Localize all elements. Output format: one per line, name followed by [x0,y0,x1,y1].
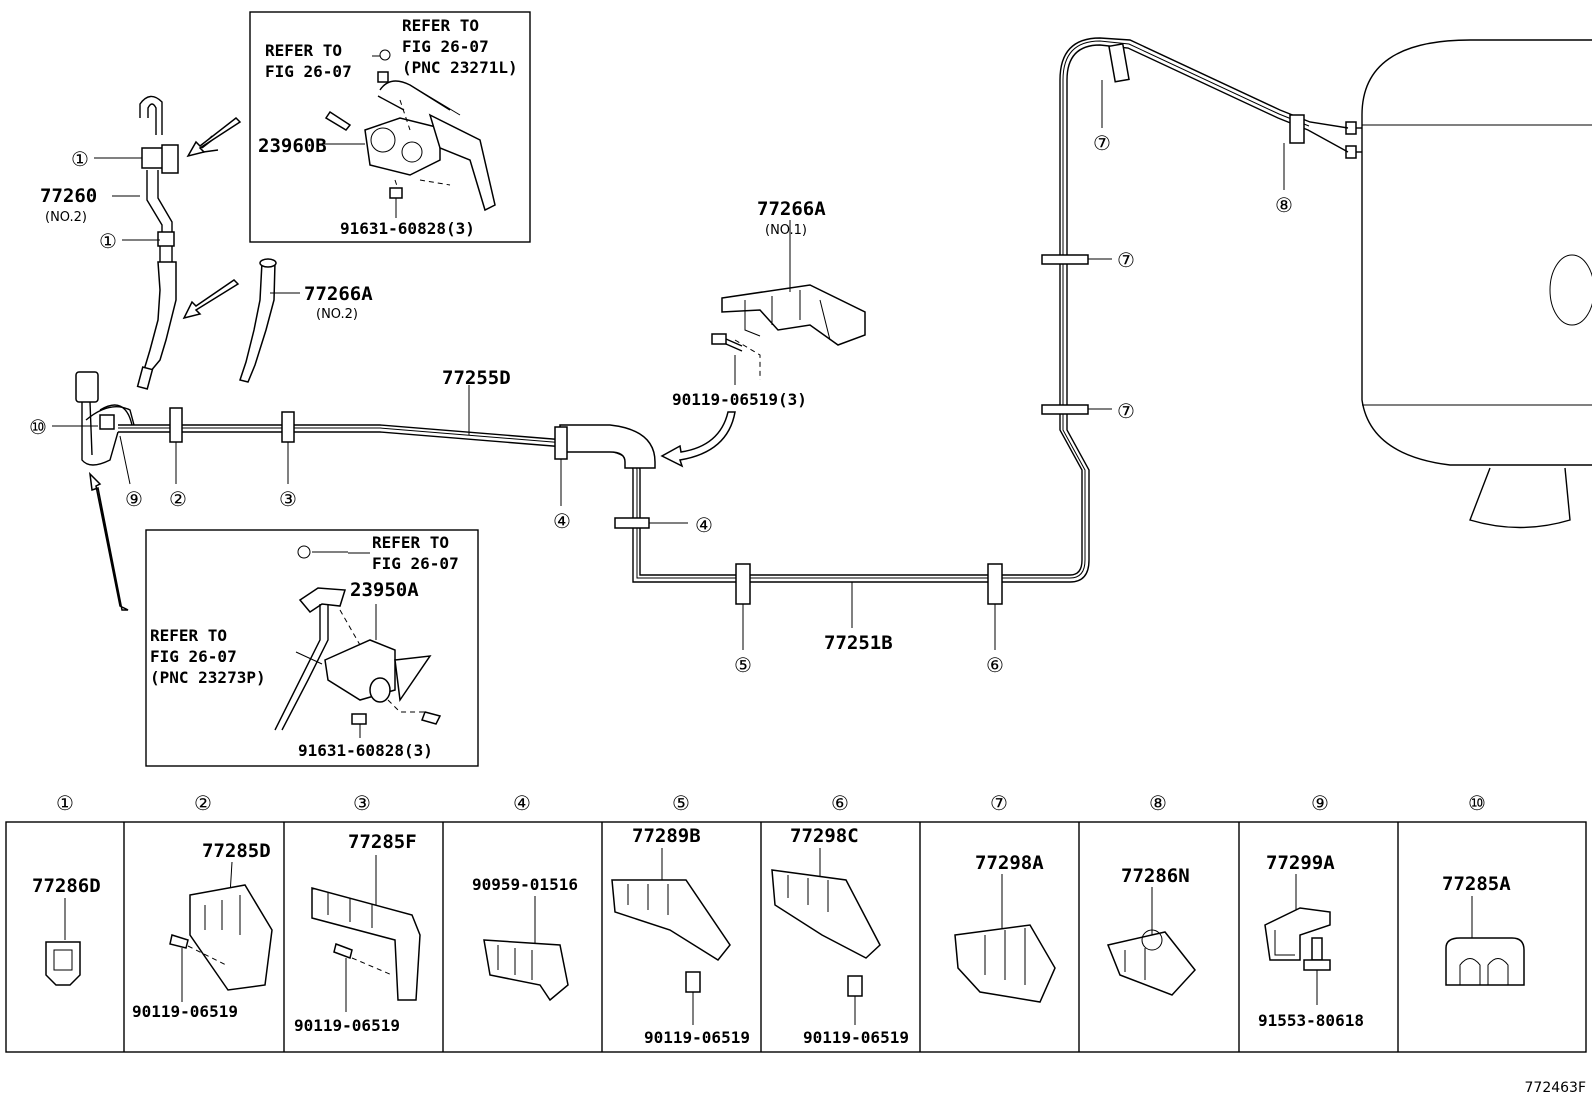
leader-lines [52,80,1285,650]
upper-part-23960b: 23960B [258,135,327,157]
callout-10: ⑩ [29,415,47,439]
legend-pnc-5: 77289B [632,825,701,847]
callout-4-left: ④ [553,509,571,533]
label-77251b: 77251B [824,632,893,654]
figure-id: 772463F [1525,1080,1587,1096]
lower-refer-left-3: (PNC 23273P) [150,668,266,687]
label-77266a-no2: 77266A [304,283,373,305]
upper-refer-left-1: REFER TO [265,41,342,60]
lower-refer-left-1: REFER TO [150,626,227,645]
callout-8: ⑧ [1275,193,1293,217]
inset-lower [145,529,479,767]
legend-pnc-8: 77286N [1121,865,1190,887]
callout-labels: ① ① ⑩ ⑨ ② ③ ④ ④ ⑤ ⑥ ⑦ ⑦ ⑦ ⑧ [29,131,1293,677]
legend-num-2: ② [194,791,212,815]
legend-num-3: ③ [353,791,371,815]
legend-extra-9: 91553-80618 [1258,1011,1364,1030]
legend-extra-5: 90119-06519 [644,1028,750,1047]
lower-refer-top-1: REFER TO [372,533,449,552]
legend-pnc-10: 77285A [1442,873,1511,895]
lower-part-23950a: 23950A [350,579,419,601]
part-labels: 77260 (NO.2) 77266A (NO.2) 77266A (NO.1)… [40,16,893,760]
upper-bolt: 91631-60828(3) [340,219,475,238]
legend-pnc-9: 77299A [1266,852,1335,874]
fuel-tank [1345,39,1592,529]
upper-refer-right-2: FIG 26-07 [402,37,489,56]
legend-extra-2: 90119-06519 [132,1002,238,1021]
label-77266a-no1-sub: (NO.1) [765,223,807,238]
legend-extra-6: 90119-06519 [803,1028,909,1047]
legend-table: ① ② ③ ④ ⑤ ⑥ ⑦ ⑧ ⑨ ⑩ 77286D 77285D 90119-… [5,791,1587,1053]
legend-pnc-3: 77285F [348,831,417,853]
legend-num-5: ⑤ [672,791,690,815]
bracket-77266a-no1 [711,284,866,380]
callout-6: ⑥ [986,653,1004,677]
legend-num-10: ⑩ [1468,791,1486,815]
legend-pnc-1: 77286D [32,875,101,897]
callout-3: ③ [279,487,297,511]
label-77260: 77260 [40,185,97,207]
legend-pnc-2: 77285D [202,840,271,862]
callout-5: ⑤ [734,653,752,677]
legend-extra-3: 90119-06519 [294,1016,400,1035]
legend-num-4: ④ [513,791,531,815]
pointer-arrows [88,117,736,611]
legend-num-8: ⑧ [1149,791,1167,815]
hose-77266a-no2 [239,258,277,383]
pipe-clamps [169,43,1305,605]
legend-num-9: ⑨ [1311,791,1329,815]
label-bracket-bolt: 90119-06519(3) [672,390,807,409]
callout-1-lower: ① [99,229,117,253]
legend-num-6: ⑥ [831,791,849,815]
callout-7-low: ⑦ [1117,399,1135,423]
legend-num-7: ⑦ [990,791,1008,815]
legend-pnc-7: 77298A [975,852,1044,874]
legend-extra-4: 90959-01516 [472,875,578,894]
callout-7-top: ⑦ [1093,131,1111,155]
legend-num-1: ① [56,791,74,815]
upper-refer-right-3: (PNC 23271L) [402,58,518,77]
callout-9: ⑨ [125,487,143,511]
callout-2: ② [169,487,187,511]
hose-77260 [136,95,179,390]
lower-refer-left-2: FIG 26-07 [150,647,237,666]
front-connector [75,371,135,466]
label-77260-sub: (NO.2) [45,210,87,225]
label-77266a-no2-sub: (NO.2) [316,307,358,322]
lower-refer-top-2: FIG 26-07 [372,554,459,573]
fuel-pipe-run [118,37,1349,583]
upper-refer-right-1: REFER TO [402,16,479,35]
legend-pnc-6: 77298C [790,825,859,847]
label-77255d: 77255D [442,367,511,389]
upper-refer-left-2: FIG 26-07 [265,62,352,81]
label-77266a-no1: 77266A [757,198,826,220]
lower-bolt: 91631-60828(3) [298,741,433,760]
callout-4-right: ④ [695,513,713,537]
callout-7-mid: ⑦ [1117,248,1135,272]
callout-1-upper: ① [71,147,89,171]
inset-upper [249,11,531,243]
